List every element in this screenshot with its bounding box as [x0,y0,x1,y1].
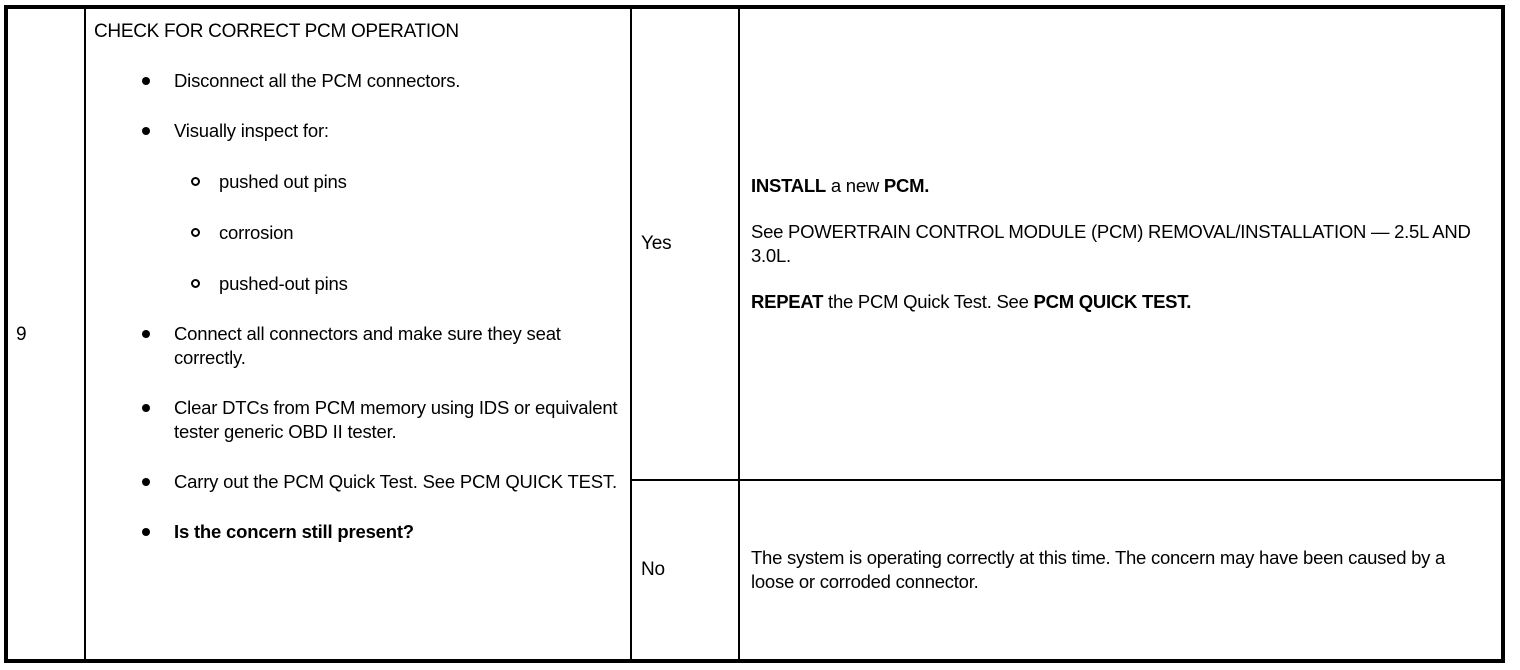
step-number: 9 [16,324,27,345]
action-bullet-list: Disconnect all the PCM connectors. Visua… [94,69,622,143]
result-rest: a new [825,175,884,196]
list-item: Connect all connectors and make sure the… [94,322,622,370]
list-item: Visually inspect for: [94,119,622,143]
table-row-no-result: The system is operating correctly at thi… [740,479,1501,659]
list-item: Clear DTCs from PCM memory using IDS or … [94,396,622,444]
list-item-question: Is the concern still present? [94,520,622,544]
answer-label-no: No [641,559,665,580]
result-bold-lead: REPEAT [751,291,824,312]
action-bullet-list-continued: Connect all connectors and make sure the… [94,322,622,544]
result-rest: the PCM Quick Test. See [823,291,1034,312]
step-number-column: 9 [8,9,86,659]
action-column: CHECK FOR CORRECT PCM OPERATION Disconne… [86,9,632,659]
list-item: Disconnect all the PCM connectors. [94,69,622,93]
list-item: corrosion [94,221,622,245]
diagnostic-procedure-table: 9 CHECK FOR CORRECT PCM OPERATION Discon… [4,5,1505,663]
result-bold-tail: PCM. [883,175,930,196]
result-bold-tail: PCM QUICK TEST. [1033,291,1192,312]
table-row-yes-result: INSTALL a new PCM. See POWERTRAIN CONTRO… [740,9,1501,479]
answer-column: Yes No [632,9,740,659]
result-paragraph-system-ok: The system is operating correctly at thi… [751,547,1446,592]
answer-label-yes: Yes [641,233,672,254]
action-heading: CHECK FOR CORRECT PCM OPERATION [94,21,459,42]
result-paragraph-install: INSTALL a new PCM. [751,174,1487,198]
result-paragraph-repeat: REPEAT the PCM Quick Test. See PCM QUICK… [751,290,1487,314]
result-bold-lead: INSTALL [751,175,826,196]
table-row-no-answer: No [632,479,738,659]
result-column: INSTALL a new PCM. See POWERTRAIN CONTRO… [740,9,1501,659]
action-sub-bullet-list: pushed out pins corrosion pushed-out pin… [94,170,622,296]
result-paragraph-see-reference: See POWERTRAIN CONTROL MODULE (PCM) REMO… [751,221,1471,266]
table-row-yes-answer: Yes [632,9,738,479]
list-item: Carry out the PCM Quick Test. See PCM QU… [94,470,622,494]
list-item: pushed-out pins [94,272,622,296]
list-item: pushed out pins [94,170,622,194]
